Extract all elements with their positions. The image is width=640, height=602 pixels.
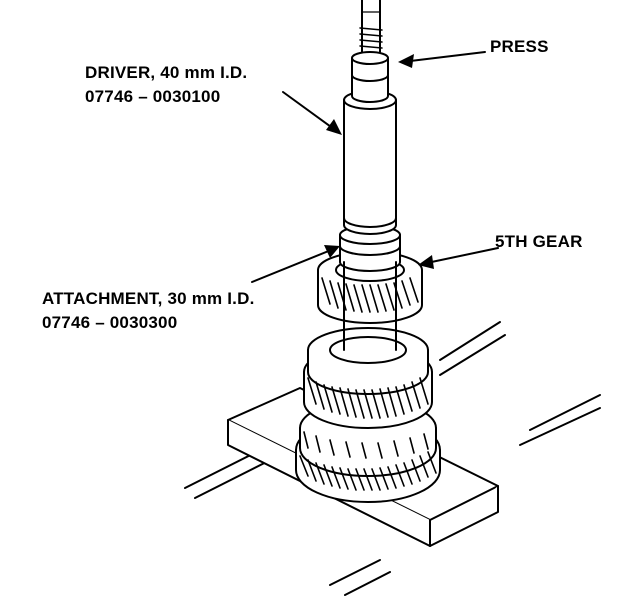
driver-part-number: 07746 – 0030100 [85,87,221,106]
driver-tool [343,0,397,235]
press-label: PRESS [490,37,549,56]
driver-name-label: DRIVER, 40 mm I.D. [85,63,248,82]
gear-cluster [295,251,441,503]
attachment-name-label: ATTACHMENT, 30 mm I.D. [42,289,255,308]
fifth-gear-label: 5TH GEAR [495,232,583,251]
press-arrowhead [398,54,414,68]
callout-arrows [251,51,499,283]
gear-teeth [299,277,437,491]
attachment-part-number: 07746 – 0030300 [42,313,178,332]
fifth-gear-arrowhead [418,255,434,269]
driver-arrowhead [326,119,342,135]
attachment-arrowhead [324,245,340,258]
